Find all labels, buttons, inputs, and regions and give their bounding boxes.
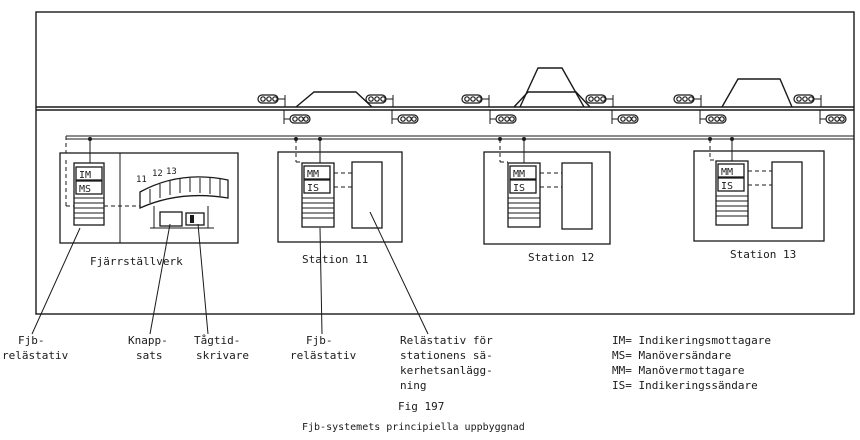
fjarrstallverk: IM MS 11 12 13 Fjärrställverk <box>59 137 239 268</box>
console-number-12: 12 <box>152 169 163 179</box>
signal-icon <box>611 110 639 124</box>
legend-item: IM= Indikeringsmottagare <box>612 334 771 347</box>
signal-icon <box>793 94 822 107</box>
signal-icon <box>365 94 394 107</box>
track-siding-station-13 <box>721 78 793 108</box>
legend: IM= Indikeringsmottagare MS= Manöversänd… <box>612 334 771 392</box>
relay-rack <box>351 161 383 229</box>
station-13: MM IS Station 13 <box>693 137 825 261</box>
svg-text:sats: sats <box>136 349 163 362</box>
track-siding-station-12 <box>513 67 591 108</box>
train-time-recorder <box>185 212 205 226</box>
signal-icon <box>489 110 517 124</box>
callout-train-time-recorder: Tågtid- skrivare <box>194 334 249 362</box>
mm-label: MM <box>513 169 525 180</box>
signal-icon <box>585 94 614 107</box>
svg-text:skrivare: skrivare <box>196 349 249 362</box>
console-number-11: 11 <box>136 175 147 185</box>
signals <box>257 94 847 124</box>
railway-line <box>36 106 854 111</box>
svg-text:kerhetsanlägg-: kerhetsanlägg- <box>400 364 493 377</box>
svg-text:Tågtid-: Tågtid- <box>194 334 240 347</box>
signal-icon <box>819 110 847 124</box>
figure-caption: Fjb-systemets principiella uppbyggnad <box>302 422 525 433</box>
signal-icon <box>283 110 311 124</box>
svg-text:ning: ning <box>400 379 427 392</box>
signal-icon <box>257 94 286 107</box>
im-label: IM <box>79 170 91 181</box>
ms-label: MS <box>79 184 91 195</box>
svg-text:stationens sä-: stationens sä- <box>400 349 493 362</box>
legend-item: IS= Indikeringssändare <box>612 379 758 392</box>
callout-button-set: Knapp- sats <box>128 334 168 362</box>
legend-item: MM= Manövermottagare <box>612 364 744 377</box>
mm-label: MM <box>721 167 733 178</box>
callout-fjb-relay-1: Fjb- relästativ <box>2 334 69 362</box>
station-11-label: Station 11 <box>302 253 368 266</box>
fjarrstallverk-label: Fjärrställverk <box>90 255 183 268</box>
svg-text:relästativ: relästativ <box>290 349 357 362</box>
relay-rack <box>771 161 803 229</box>
relay-rack <box>561 162 593 230</box>
legend-item: MS= Manöversändare <box>612 349 731 362</box>
mm-label: MM <box>307 169 319 180</box>
svg-text:Relästativ för: Relästativ för <box>400 334 493 347</box>
station-12-label: Station 12 <box>528 251 594 264</box>
svg-text:relästativ: relästativ <box>2 349 69 362</box>
signal-icon <box>699 110 727 124</box>
callout-fjb-relay-2: Fjb- relästativ <box>290 334 357 362</box>
console-number-13: 13 <box>166 167 177 177</box>
is-label: IS <box>513 183 525 194</box>
callout-relay-rack-station: Relästativ för stationens sä- kerhetsanl… <box>400 334 493 392</box>
button-set <box>159 211 183 227</box>
control-panel-console <box>139 176 229 210</box>
station-11: MM IS Station 11 <box>277 137 403 266</box>
communication-line <box>65 135 854 160</box>
svg-text:Knapp-: Knapp- <box>128 334 168 347</box>
track-siding-station-11 <box>295 91 373 108</box>
svg-text:Fjb-: Fjb- <box>306 334 333 347</box>
figure-number: Fig 197 <box>398 400 444 413</box>
is-label: IS <box>721 181 733 192</box>
signal-icon <box>461 94 490 107</box>
station-13-label: Station 13 <box>730 248 796 261</box>
signal-icon <box>391 110 419 124</box>
is-label: IS <box>307 183 319 194</box>
callout-leaders <box>31 211 429 335</box>
signal-icon <box>673 94 702 107</box>
station-12: MM IS Station 12 <box>483 137 611 264</box>
svg-text:Fjb-: Fjb- <box>18 334 45 347</box>
outer-frame <box>35 11 855 315</box>
